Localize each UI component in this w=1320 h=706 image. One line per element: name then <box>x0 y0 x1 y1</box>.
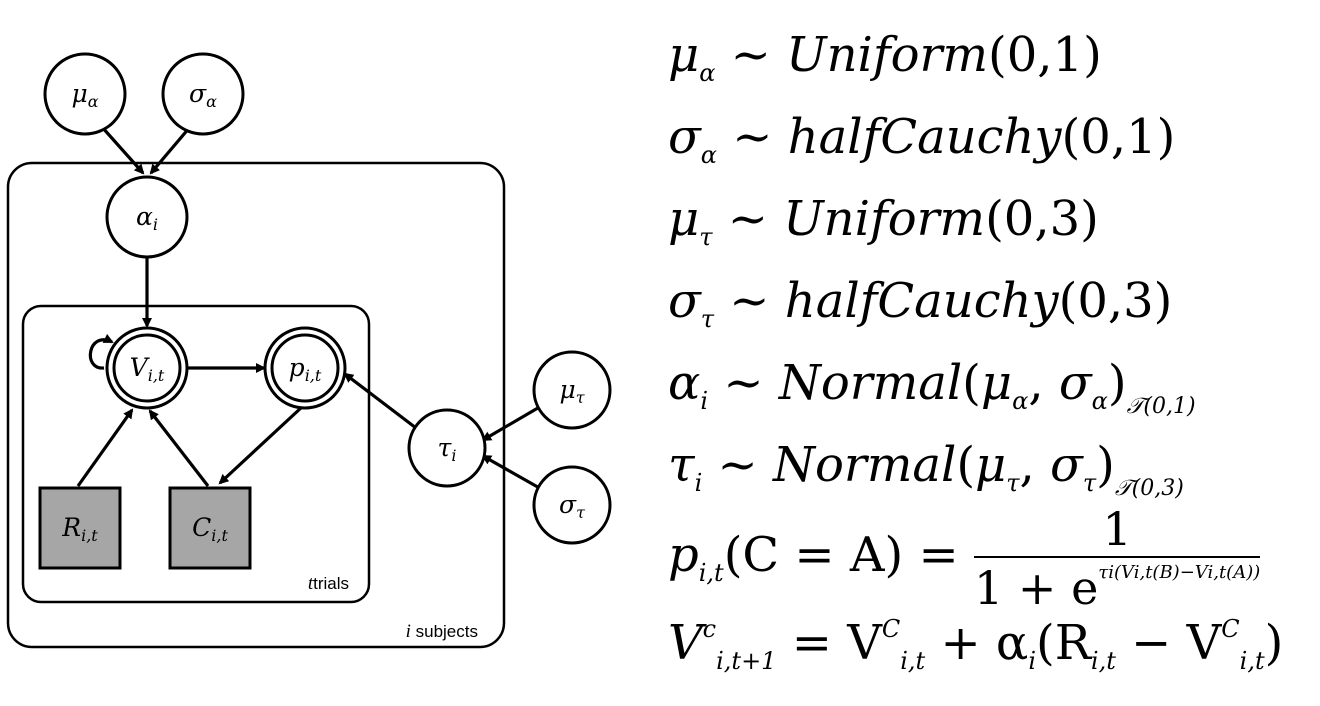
node-p: pi,t <box>263 326 347 410</box>
edge-sigma-alpha-to-alpha <box>149 125 192 175</box>
equation-alpha-i: αi ~ Normal(μα, σα)𝒯(0,1) <box>668 355 1196 419</box>
node-sigma-alpha: σα <box>161 52 245 136</box>
svg-text:Ci,t: Ci,t <box>192 513 228 545</box>
trials-plate-label: ttrials <box>308 573 349 594</box>
model-equations: μα ~ Uniform(0,1) σα ~ halfCauchy(0,1) μ… <box>668 14 1316 675</box>
subjects-plate <box>6 161 506 649</box>
svg-text:αi: αi <box>136 202 158 234</box>
softmax-fraction: 1 1 + eτi(Vi,t(B)−Vi,t(A)) <box>974 502 1261 615</box>
trials-plate <box>21 304 371 604</box>
equation-mu-tau: μτ ~ Uniform(0,3) <box>668 191 1099 251</box>
graphical-model-diagram: μα σα αi Vi,t pi,t Ri,t Ci,t τi μτ στ <box>6 52 612 649</box>
node-sigma-tau: στ <box>532 465 612 545</box>
svg-text:στ: στ <box>559 490 586 522</box>
edge-sigma-tau-to-tau <box>481 454 544 492</box>
svg-text:pi,t: pi,t <box>289 353 322 385</box>
equation-tau-i: τi ~ Normal(μτ, στ)𝒯(0,3) <box>668 437 1184 501</box>
node-mu-alpha: μα <box>43 52 127 136</box>
node-mu-tau: μτ <box>532 350 612 430</box>
svg-text:μα: μα <box>71 79 98 111</box>
svg-text:Ri,t: Ri,t <box>61 513 98 545</box>
equation-mu-alpha: μα ~ Uniform(0,1) <box>668 27 1102 87</box>
equation-value-update: Vci,t+1 = VCi,t + αi(Ri,t − VCi,t) <box>668 615 1284 675</box>
edge-v-self-loop <box>88 333 114 370</box>
edge-mu-tau-to-tau <box>481 403 544 442</box>
edge-r-to-v <box>76 408 134 487</box>
node-alpha-i: αi <box>105 175 189 259</box>
node-c: Ci,t <box>168 486 252 570</box>
svg-text:σα: σα <box>189 79 217 111</box>
edge-p-to-c <box>218 405 304 485</box>
equation-sigma-alpha: σα ~ halfCauchy(0,1) <box>668 109 1176 169</box>
node-tau-i: τi <box>407 408 487 488</box>
node-r: Ri,t <box>38 486 122 570</box>
node-v: Vi,t <box>105 326 189 410</box>
edge-c-to-v <box>148 409 210 487</box>
equation-sigma-tau: στ ~ halfCauchy(0,3) <box>668 273 1173 333</box>
equation-choice-probability: pi,t(C = A) = 1 1 + eτi(Vi,t(B)−Vi,t(A)) <box>668 502 1261 615</box>
edge-tau-to-p <box>343 372 417 430</box>
svg-text:τi: τi <box>438 433 457 465</box>
subjects-plate-label: i subjects <box>406 621 478 642</box>
svg-text:Vi,t: Vi,t <box>130 353 165 385</box>
edge-mu-alpha-to-alpha <box>100 125 145 175</box>
svg-text:μτ: μτ <box>559 375 585 407</box>
